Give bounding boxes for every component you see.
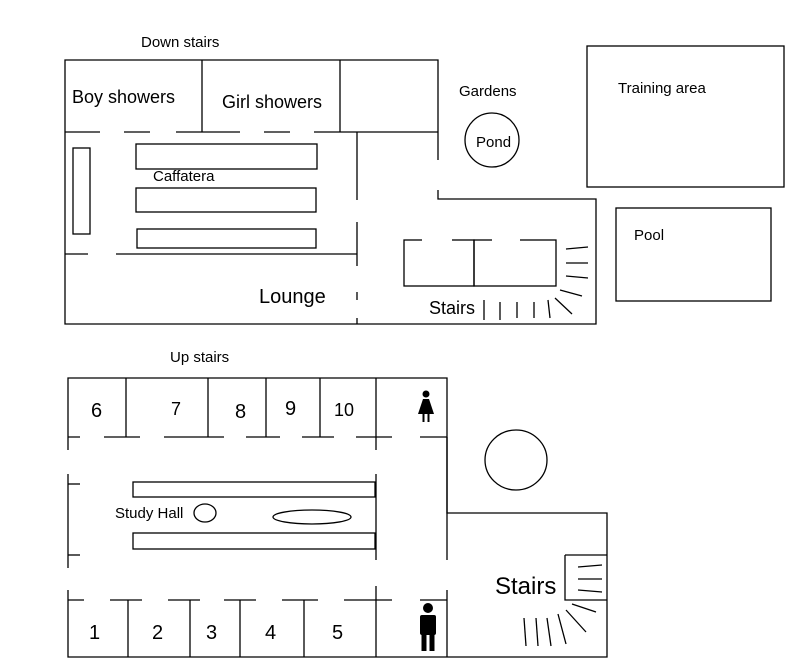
cafeteria-table (136, 228, 317, 249)
boy-showers-label: Boy showers (72, 87, 175, 107)
room-8-label: 8 (235, 401, 246, 423)
male-restroom-icon (420, 603, 436, 651)
room-3-label: 3 (206, 622, 217, 644)
female-restroom-icon (418, 390, 434, 422)
training-area (586, 45, 785, 188)
cafeteria-bench (72, 147, 91, 235)
pond (464, 112, 520, 168)
girl-showers-label: Girl showers (222, 92, 322, 112)
room-1-label: 1 (89, 622, 100, 644)
room-5-label: 5 (332, 622, 343, 644)
pool (615, 207, 772, 302)
room-4-label: 4 (265, 622, 276, 644)
pond-label: Pond (476, 134, 511, 151)
room-2-label: 2 (152, 622, 163, 644)
upstairs-heading: Up stairs (170, 349, 229, 366)
stair-cubicle (403, 239, 475, 287)
upstairs-doors (66, 435, 449, 602)
study-desk (132, 481, 376, 498)
study-table-oval (272, 509, 352, 525)
downstairs-outer-wall (64, 59, 597, 325)
room-10-label: 10 (334, 400, 354, 420)
gardens-label: Gardens (459, 83, 517, 100)
cafeteria-table (135, 143, 318, 170)
downstairs-section: Down stairs (64, 34, 597, 325)
downstairs-stairs-label: Stairs (429, 298, 475, 318)
upstairs-stair-well (564, 554, 607, 601)
lounge-label: Lounge (259, 286, 326, 308)
cafeteria-label: Caffatera (153, 168, 215, 185)
upstairs-section: Up stairs (66, 349, 608, 658)
study-desk (132, 532, 376, 550)
room-9-label: 9 (285, 398, 296, 420)
pool-label: Pool (634, 227, 664, 244)
study-hall-label: Study Hall (115, 505, 183, 522)
downstairs-doors (88, 130, 520, 318)
training-area-label: Training area (618, 80, 706, 97)
upstairs-outer-wall (67, 377, 608, 658)
cafeteria-table (135, 187, 317, 213)
upstairs-stairs-label: Stairs (495, 573, 556, 600)
room-7-label: 7 (171, 399, 181, 419)
room-6-label: 6 (91, 400, 102, 422)
stair-cubicle (473, 239, 557, 287)
downstairs-stair-steps (483, 246, 589, 320)
downstairs-heading: Down stairs (141, 34, 219, 51)
upstairs-outdoor-circle (484, 429, 548, 491)
study-table-small (193, 503, 217, 523)
upstairs-stair-steps (523, 564, 603, 647)
outdoor-section: Gardens Pond Training area Pool (459, 45, 785, 491)
